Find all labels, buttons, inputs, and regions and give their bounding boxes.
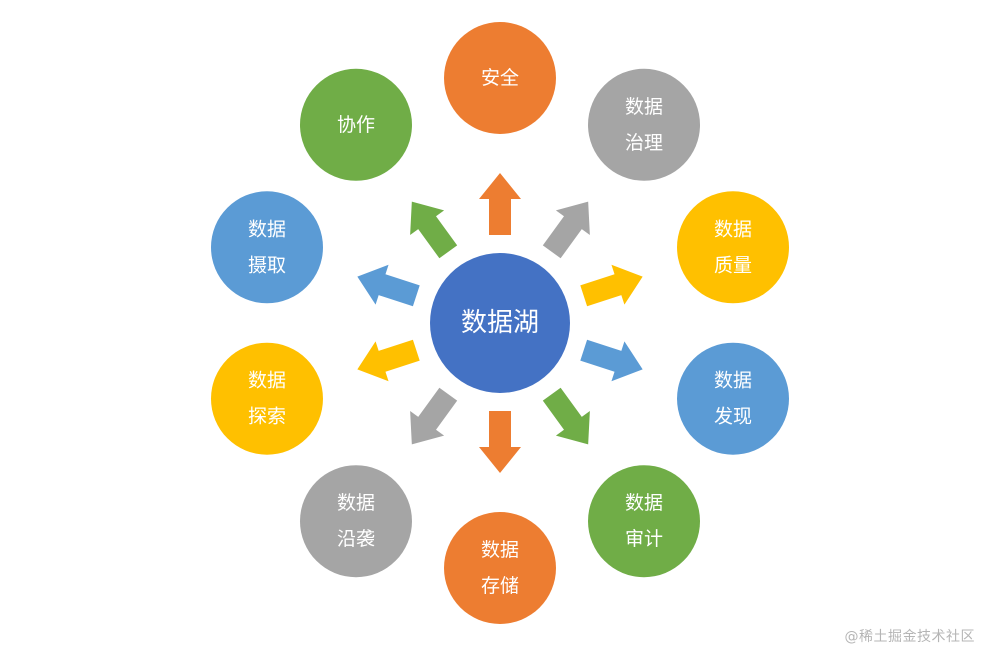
arrow-quality (580, 264, 643, 307)
node-circle (210, 342, 323, 455)
arrow-collaboration (410, 201, 458, 259)
node-label: 沿袭 (337, 528, 375, 550)
arrow-ingestion (357, 264, 420, 307)
node-label: 数据 (481, 539, 519, 561)
node-circle (210, 191, 323, 304)
node-label: 治理 (625, 132, 663, 154)
node-label: 数据 (248, 370, 286, 392)
node-label: 摄取 (248, 254, 286, 276)
node-circle (444, 22, 556, 134)
node-label: 存储 (481, 575, 519, 597)
node-collaboration: 协作 (299, 68, 412, 181)
node-label: 安全 (481, 67, 519, 89)
node-circle (588, 68, 701, 181)
node-circle (299, 68, 412, 181)
node-circle (677, 191, 790, 304)
arrow-governance (542, 201, 590, 259)
arrows-layer (357, 173, 643, 473)
node-label: 审计 (625, 528, 663, 550)
arrow-audit (542, 387, 590, 445)
arrow-discovery (580, 339, 643, 382)
node-label: 数据 (625, 492, 663, 514)
node-label: 探索 (248, 406, 286, 428)
arrow-lineage (410, 387, 458, 445)
node-security: 安全 (444, 22, 556, 134)
node-label: 协作 (337, 114, 375, 136)
arrow-exploration (357, 339, 420, 382)
watermark: @稀土掘金技术社区 (844, 629, 975, 645)
arrow-storage (479, 411, 521, 473)
node-label: 数据 (714, 370, 752, 392)
node-circle (677, 342, 790, 455)
center-layer: 数据湖 (430, 253, 570, 393)
node-circle (299, 465, 412, 578)
center-label: 数据湖 (461, 308, 539, 338)
node-circle (444, 512, 556, 624)
node-label: 数据 (248, 218, 286, 240)
node-label: 质量 (714, 254, 752, 276)
node-label: 数据 (714, 218, 752, 240)
node-label: 数据 (625, 96, 663, 118)
center-circle (430, 253, 570, 393)
node-label: 数据 (337, 492, 375, 514)
node-label: 发现 (714, 406, 752, 428)
node-circle (588, 465, 701, 578)
arrow-security (479, 173, 521, 235)
